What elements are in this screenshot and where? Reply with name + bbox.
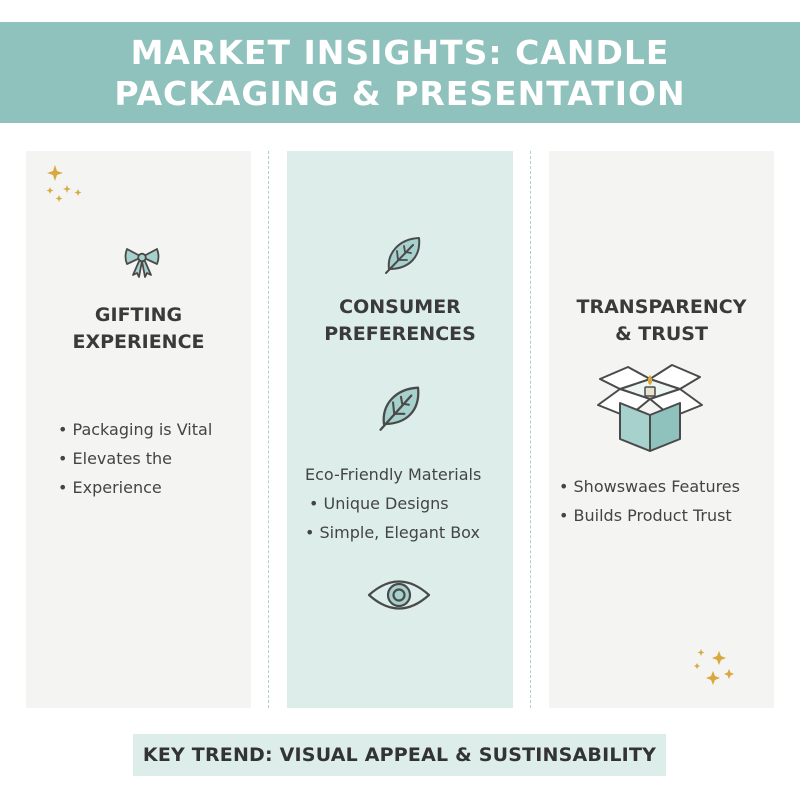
column-heading: TRANSPARENCY & TRUST: [549, 294, 774, 348]
key-trend-text: KEY TREND: VISUAL APPEAL & SUSTINSABILIT…: [142, 744, 657, 766]
page-title-line-1: MARKET INSIGHTS: CANDLE: [130, 32, 670, 72]
bow-icon: [124, 248, 160, 278]
eye-icon: [367, 580, 431, 610]
sparkles-icon: [46, 165, 82, 202]
column-divider: [530, 151, 531, 708]
bullet-list: Eco-Friendly Materials • Unique Designs …: [305, 460, 481, 547]
open-box-candle-icon: [597, 364, 703, 452]
heading-line: GIFTING: [94, 304, 183, 326]
bullet-item: • Unique Designs: [309, 494, 449, 513]
bullet-list: • Showswaes Features • Builds Product Tr…: [559, 472, 740, 530]
bullet-item: • Elevates the: [58, 449, 172, 468]
key-trend-banner: KEY TREND: VISUAL APPEAL & SUSTINSABILIT…: [133, 734, 666, 776]
sparkles-icon: [694, 649, 734, 685]
column-heading: CONSUMER PREFERENCES: [287, 294, 513, 348]
title-banner: MARKET INSIGHTS: CANDLE PACKAGING & PRES…: [0, 22, 800, 123]
column-consumer-preferences: CONSUMER PREFERENCES Eco-Friendly Materi…: [287, 151, 513, 708]
heading-line: PREFERENCES: [324, 323, 476, 345]
column-gifting-experience: GIFTING EXPERIENCE • Packaging is Vital …: [26, 151, 251, 708]
heading-line: & TRUST: [615, 323, 708, 345]
bullet-list: • Packaging is Vital • Elevates the • Ex…: [58, 415, 212, 502]
leaf-icon: [379, 386, 420, 431]
bullet-item: • Showswaes Features: [559, 477, 740, 496]
bullet-item: Eco-Friendly Materials: [305, 465, 482, 484]
page-title-line-2: PACKAGING & PRESENTATION: [114, 73, 686, 113]
column-transparency-trust: TRANSPARENCY & TRUST • Showswaes Feature…: [549, 151, 774, 708]
heading-line: EXPERIENCE: [72, 331, 205, 353]
bullet-item: • Builds Product Trust: [559, 506, 732, 525]
column-divider: [268, 151, 269, 708]
bullet-item: • Experience: [58, 478, 162, 497]
heading-line: TRANSPARENCY: [576, 296, 747, 318]
column-heading: GIFTING EXPERIENCE: [26, 302, 251, 356]
heading-line: CONSUMER: [339, 296, 461, 318]
bullet-item: • Packaging is Vital: [58, 420, 213, 439]
bullet-item: • Simple, Elegant Box: [305, 523, 480, 542]
leaf-icon: [385, 237, 421, 274]
